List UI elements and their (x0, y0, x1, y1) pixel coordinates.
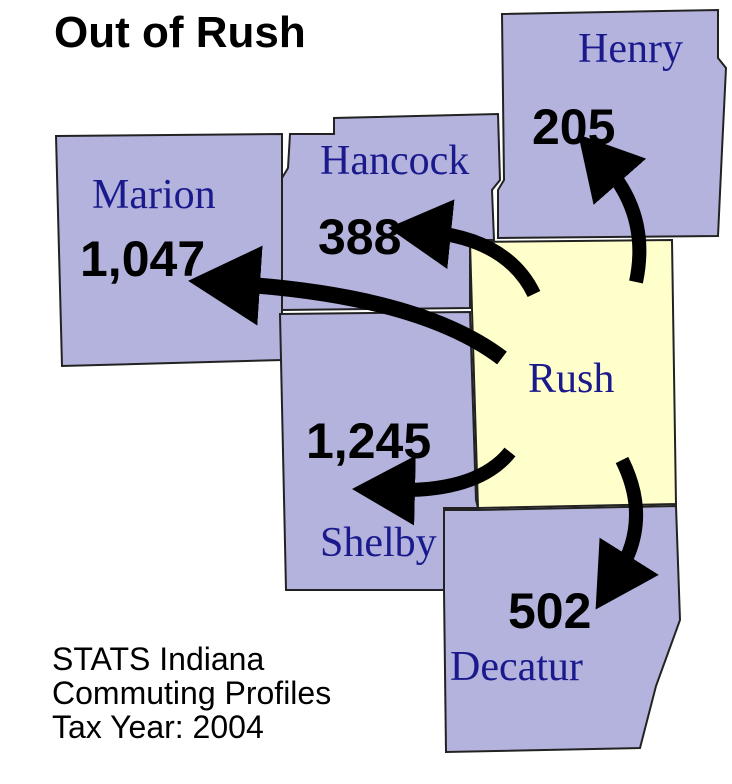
source-line-3: Tax Year: 2004 (52, 709, 264, 745)
source-line-2: Commuting Profiles (52, 675, 332, 711)
label-marion: Marion (92, 172, 216, 218)
arrow-rush-to-decatur (595, 456, 659, 610)
county-henry[interactable] (497, 8, 728, 240)
label-rush: Rush (528, 356, 614, 402)
label-henry: Henry (578, 26, 683, 72)
count-marion: 1,047 (80, 231, 205, 287)
source-line-1: STATS Indiana (52, 641, 265, 677)
arrow-rush-to-marion (188, 245, 507, 365)
count-hancock: 388 (318, 209, 401, 265)
count-decatur: 502 (508, 583, 591, 639)
source-note: STATS Indiana Commuting Profiles Tax Yea… (52, 642, 331, 744)
label-decatur: Decatur (450, 644, 583, 690)
arrow-rush-to-shelby (352, 447, 516, 526)
count-henry: 205 (532, 99, 615, 155)
arrow-rush-to-hancock (388, 199, 541, 298)
label-hancock: Hancock (320, 138, 469, 184)
label-shelby: Shelby (320, 520, 437, 566)
map-title: Out of Rush (54, 8, 306, 57)
arrow-rush-to-henry (578, 134, 647, 284)
count-shelby: 1,245 (306, 413, 431, 469)
